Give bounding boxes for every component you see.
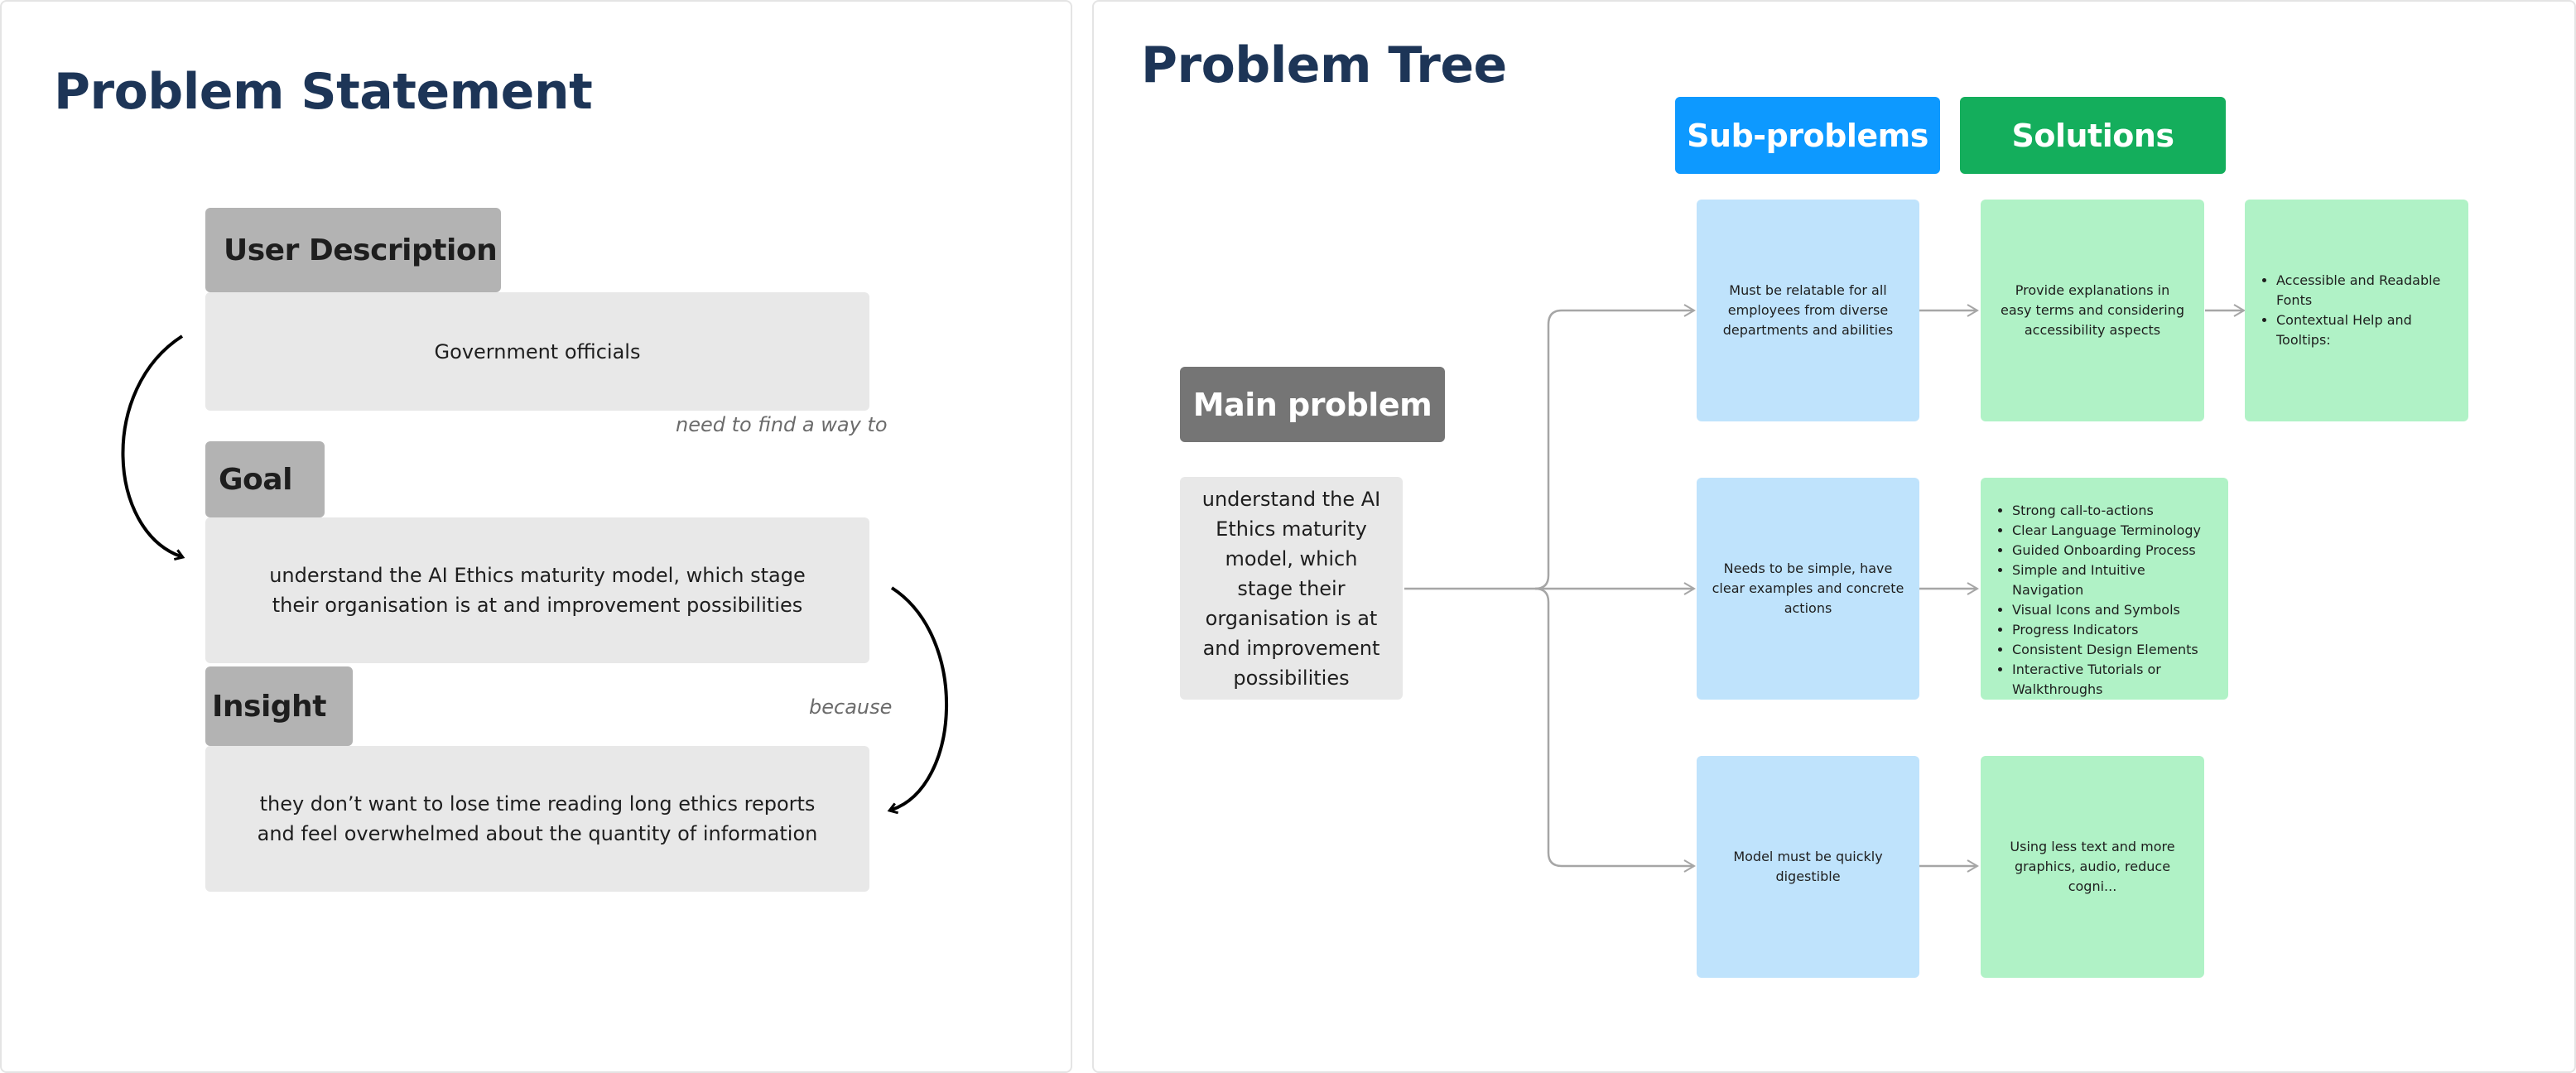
main-problem-box: understand the AI Ethics maturity model,… <box>1180 477 1403 700</box>
list-item: Guided Onboarding Process <box>2012 541 2217 561</box>
list-item: Strong call-to-actions <box>2012 501 2217 521</box>
main-problem-header: Main problem <box>1180 367 1445 442</box>
solutions-header: Solutions <box>1960 97 2226 174</box>
user-description-box: Government officials <box>205 292 869 411</box>
solution-sticky-1: Provide explanations in easy terms and c… <box>1981 200 2204 421</box>
user-description-label: User Description <box>205 208 501 292</box>
list-item: Visual Icons and Symbols <box>2012 600 2217 620</box>
detail-list-1: Accessible and Readable Fonts Contextual… <box>2258 271 2457 350</box>
insight-label: Insight <box>205 666 353 746</box>
list-item: Consistent Design Elements <box>2012 640 2217 660</box>
solution-sticky-2: Strong call-to-actions Clear Language Te… <box>1981 478 2228 700</box>
detail-sticky-1: Accessible and Readable Fonts Contextual… <box>2245 200 2468 421</box>
goal-box: understand the AI Ethics maturity model,… <box>205 517 869 663</box>
list-item: Accessible and Readable Fonts <box>2276 271 2457 310</box>
list-item: Progress Indicators <box>2012 620 2217 640</box>
subproblem-sticky-3: Model must be quickly digestible <box>1697 756 1919 978</box>
connector-note-because: because <box>809 695 893 719</box>
list-item: Simple and Intuitive Navigation <box>2012 561 2217 600</box>
list-item: Clear Language Terminology <box>2012 521 2217 541</box>
solution-sticky-3: Using less text and more graphics, audio… <box>1981 756 2204 978</box>
insight-box: they don’t want to lose time reading lon… <box>205 746 869 892</box>
subproblem-sticky-2: Needs to be simple, have clear examples … <box>1697 478 1919 700</box>
solution-list-2: Strong call-to-actions Clear Language Te… <box>1994 501 2217 700</box>
problem-statement-title: Problem Statement <box>54 63 593 121</box>
problem-tree-title: Problem Tree <box>1141 36 1507 94</box>
list-item: Interactive Tutorials or Walkthroughs <box>2012 660 2217 700</box>
subproblem-sticky-1: Must be relatable for all employees from… <box>1697 200 1919 421</box>
tree-branch-bottom <box>1534 587 1696 873</box>
tree-branch-top <box>1534 304 1696 590</box>
subproblems-header: Sub-problems <box>1675 97 1940 174</box>
curved-arrow-right <box>892 586 948 810</box>
list-item: Contextual Help and Tooltips: <box>2276 310 2457 350</box>
goal-label: Goal <box>205 441 325 517</box>
curved-arrow-left <box>121 334 182 556</box>
connector-note-find-way: need to find a way to <box>676 413 888 436</box>
